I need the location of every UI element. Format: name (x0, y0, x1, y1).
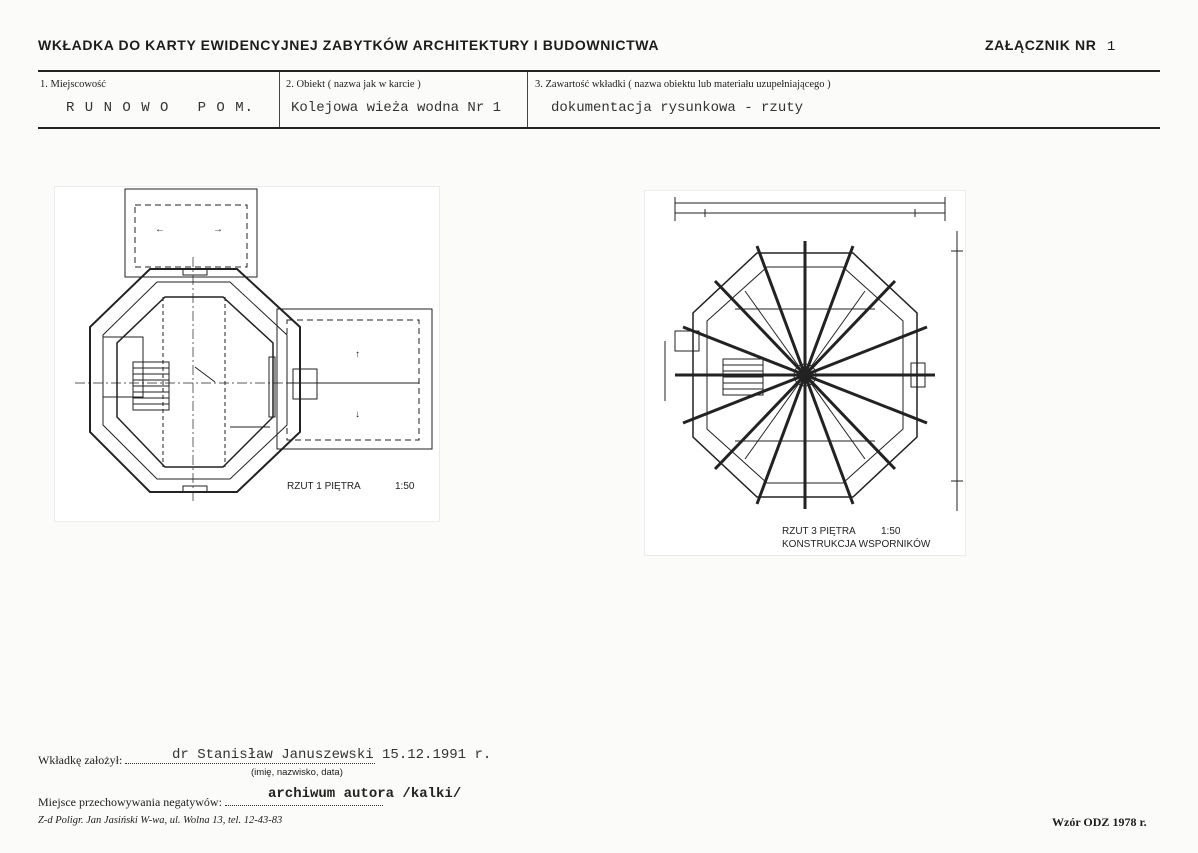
svg-text:↑: ↑ (355, 349, 360, 360)
drawing-1-caption-scale: 1:50 (395, 481, 415, 492)
form-model: Wzór ODZ 1978 r. (1052, 815, 1147, 829)
storage-dotted-line (224, 805, 383, 806)
card-title: WKŁADKA DO KARTY EWIDENCYJNEJ ZABYTKÓW A… (38, 37, 660, 53)
floor-plan-1-svg: ← → ↑ ↓ (75, 188, 433, 502)
svg-text:←: ← (155, 224, 165, 235)
floor-plan-1-drawing: ← → ↑ ↓ (54, 186, 440, 522)
founded-value: dr Stanisław Januszewski 15.12.1991 r. (172, 747, 492, 763)
annex-label: ZAŁĄCZNIK NR 1 (985, 37, 1116, 55)
content-label: 3. Zawartość wkładki ( nazwa obiektu lub… (535, 79, 831, 90)
top-rule (38, 70, 1160, 72)
fields-bottom-rule (38, 127, 1160, 129)
annex-text: ZAŁĄCZNIK NR (985, 37, 1097, 53)
field-separator (527, 72, 528, 127)
founded-dotted-line (125, 763, 376, 764)
content-value: dokumentacja rysunkowa - rzuty (551, 100, 804, 116)
locality-value: R U N O W O P O M. (66, 100, 255, 116)
drawing-3-caption-scale: 1:50 (881, 526, 901, 537)
object-label: 2. Obiekt ( nazwa jak w karcie ) (286, 79, 421, 90)
founded-row: Wkładkę założył: (38, 753, 376, 768)
svg-text:↓: ↓ (355, 409, 360, 420)
svg-text:→: → (213, 224, 223, 235)
drawing-3-caption-title: RZUT 3 PIĘTRA (782, 526, 856, 537)
annex-number: 1 (1106, 39, 1116, 55)
floor-plan-3-drawing: RZUT 3 PIĘTRA 1:50 KONSTRUKCJA WSPORNIKÓ… (644, 190, 966, 556)
founded-hint: (imię, nazwisko, data) (251, 767, 343, 778)
storage-value: archiwum autora /kalki/ (268, 786, 462, 802)
drawing-3-caption-subtitle: KONSTRUKCJA WSPORNIKÓW (782, 537, 931, 550)
drawing-1-caption-title: RZUT 1 PIĘTRA (287, 481, 361, 492)
field-separator (279, 72, 280, 127)
storage-row: Miejsce przechowywania negatywów: (38, 795, 383, 810)
object-value: Kolejowa wieża wodna Nr 1 (291, 100, 502, 116)
floor-plan-3-svg: RZUT 3 PIĘTRA 1:50 KONSTRUKCJA WSPORNIKÓ… (664, 197, 963, 550)
storage-label: Miejsce przechowywania negatywów: (38, 795, 222, 809)
founded-label: Wkładkę założył: (38, 753, 123, 767)
locality-label: 1. Miejscowość (40, 79, 106, 90)
printer-info: Z-d Poligr. Jan Jasiński W-wa, ul. Wolna… (38, 815, 283, 826)
